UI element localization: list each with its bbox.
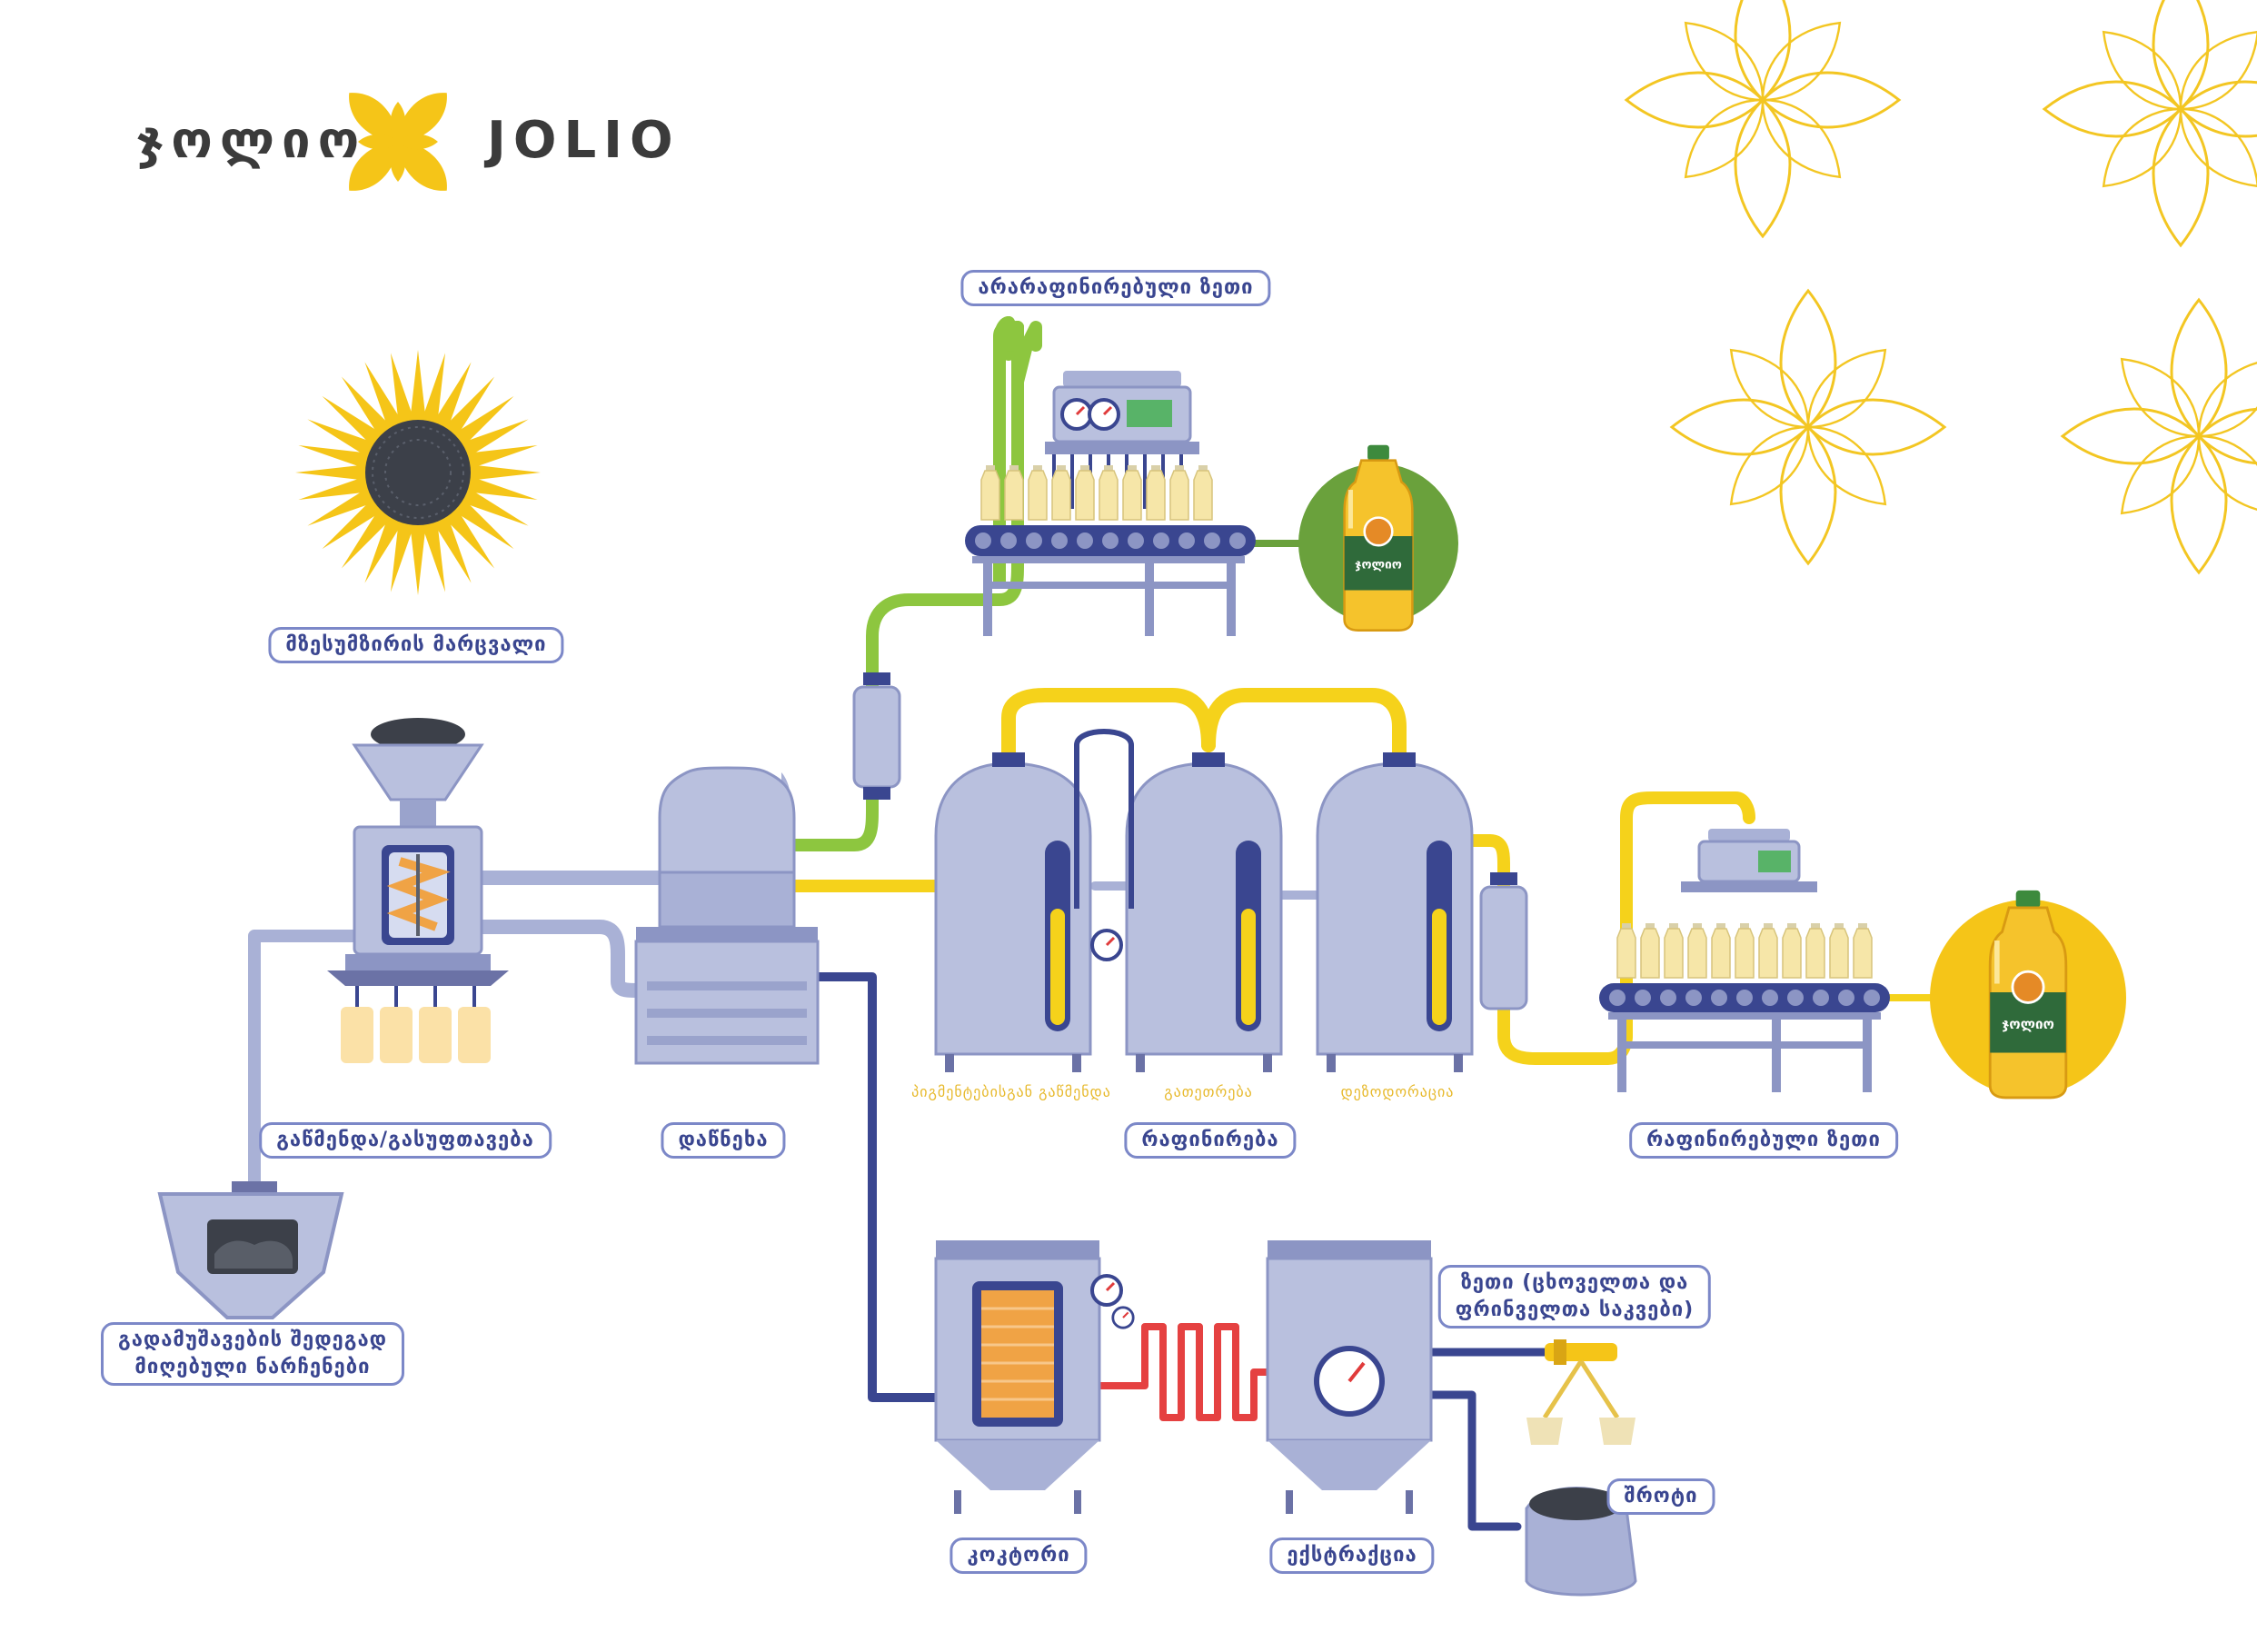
label-sunflower-seed: მზესუმზირის მარცვალი [268,627,564,663]
label-feed-line1: ზეთი (ცხოველთა და [1460,1271,1689,1294]
label-byproducts: გადამუშავების შედეგად მიღებული ნარჩენები [101,1322,404,1386]
press-machine [634,766,820,1065]
expeller-machine [934,1240,1135,1514]
filter-yellow [1479,872,1528,1010]
label-refining: რაფინირება [1124,1122,1297,1159]
pressure-gauge-icon [1088,398,1120,431]
label-extraction: ექსტრაქცია [1269,1538,1435,1574]
pressure-gauge-icon [1111,1306,1135,1329]
pipes [248,316,1939,1531]
label-pressing: დაწნეხა [661,1122,786,1159]
label-feed: ზეთი (ცხოველთა და ფრინველთა საკვები) [1437,1265,1712,1329]
brand-name-georgian: ჯოლიო [136,111,367,170]
filter-green [852,672,901,800]
brand-name-latin: JOLIO [487,111,681,170]
tank1-caption: პიგმენტებისგან გაწმენდა [911,1083,1111,1100]
unrefined-bottling-machine [965,371,1458,636]
tank2-caption: გათეთრება [1164,1083,1253,1100]
pressure-gauge-icon [1090,1274,1123,1307]
feed-output [1526,1339,1636,1445]
label-expeller: კოკტორი [950,1538,1088,1574]
tank3-caption: დეზოდორაცია [1340,1083,1455,1100]
label-unrefined-oil: არარაფინირებული ზეთი [960,270,1271,306]
label-byproducts-line1: გადამუშავების შედეგად [118,1329,387,1351]
refining-tanks [934,729,1474,1072]
pressure-gauge-icon [1060,398,1093,431]
label-feed-line2: ფრინველთა საკვები) [1455,1299,1695,1321]
sunflower-icon [295,350,541,595]
flower-logo-icon [349,93,447,191]
crusher-machine [327,718,509,1063]
byproduct-bin [157,1181,344,1319]
label-crushing: გაწმენდა/გასუფთავება [259,1122,552,1159]
label-meal: შროტი [1606,1478,1715,1515]
label-refined-oil: რაფინირებული ზეთი [1629,1122,1898,1159]
extraction-machine [1266,1240,1433,1514]
decorative-flower-outlines [1625,0,2257,574]
pressure-gauge-icon [1314,1346,1385,1417]
label-byproducts-line2: მიღებული ნარჩენები [134,1356,371,1378]
sack-icon [1525,1487,1637,1597]
refined-bottling-machine [1599,829,2126,1098]
pressure-gauge-icon [1090,929,1123,961]
